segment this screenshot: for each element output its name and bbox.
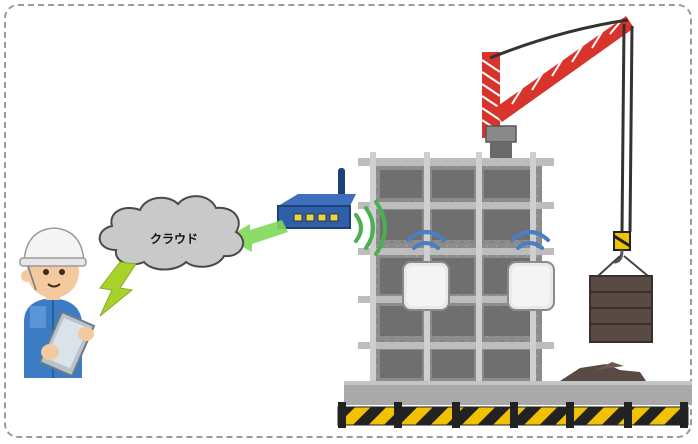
sensor-icon: [402, 261, 450, 311]
rubble: [560, 362, 646, 381]
lightning-icon: [99, 261, 137, 317]
wifi-signal-icon: [406, 230, 446, 250]
crane-icon: [481, 16, 634, 233]
sensor-icon: [507, 261, 555, 311]
cloud-label: クラウド: [150, 232, 198, 246]
barrier-icon: [337, 402, 689, 428]
cloud-icon: クラウド: [98, 195, 245, 271]
dashed-frame: [4, 4, 692, 438]
wifi-router-icon: [277, 168, 356, 229]
crane-hook-icon: [597, 231, 649, 277]
tablet-icon: [38, 310, 96, 378]
wifi-signal-icon: [510, 230, 550, 250]
suspended-load-icon: [589, 275, 653, 343]
wifi-signal-icon: [354, 200, 387, 256]
building-icon: [344, 152, 692, 405]
